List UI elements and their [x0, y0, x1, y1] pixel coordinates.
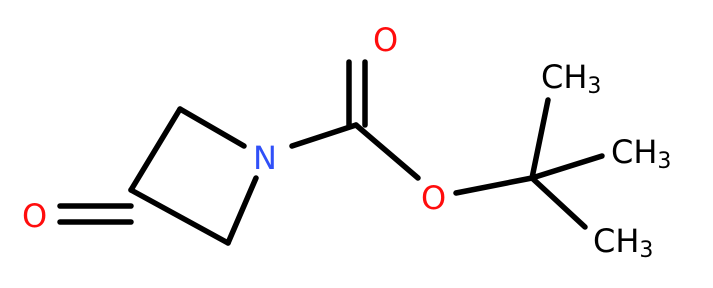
bond-ring-c3-c2: [128, 106, 183, 193]
ketone-oxygen-label: O: [22, 197, 47, 235]
bond-tbu-methyl-mid: [529, 153, 605, 181]
atom-labels: O N O O CH3 CH3 CH3: [22, 21, 671, 263]
methyl-mid-main: CH: [611, 133, 657, 171]
methyl-mid-sub: 3: [657, 149, 671, 174]
bond-ester-o-tbu: [453, 175, 535, 196]
methyl-top-sub: 3: [587, 74, 601, 99]
methyl-mid-label: CH3: [611, 133, 671, 174]
bond-carbonyl-ester-o: [353, 122, 421, 181]
bond-ring-n-c4: [225, 175, 259, 246]
methyl-top-main: CH: [541, 58, 587, 96]
methyl-top-label: CH3: [541, 58, 601, 99]
methyl-bot-main: CH: [593, 222, 639, 260]
methyl-bot-label: CH3: [593, 222, 653, 263]
bond-tbu-methyl-top: [529, 97, 551, 181]
bond-tbu-methyl-bot: [529, 175, 588, 230]
ester-oxygen-label: O: [421, 179, 446, 217]
bond-ring-c4-c3: [128, 187, 231, 246]
methyl-bot-sub: 3: [639, 238, 653, 263]
bond-ring-c2-n: [177, 106, 247, 149]
bond-n-carbonyl: [289, 122, 359, 149]
ring-nitrogen-label: N: [253, 139, 277, 177]
bonds: [57, 59, 605, 246]
carbonyl-oxygen-label: O: [373, 21, 398, 59]
